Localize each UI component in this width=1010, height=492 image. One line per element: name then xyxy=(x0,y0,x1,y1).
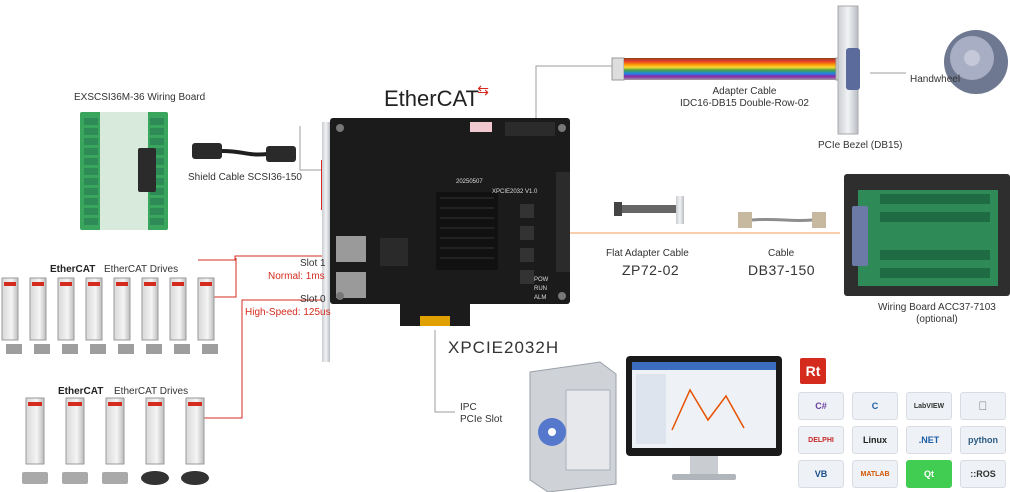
linux-logo: Linux xyxy=(852,426,898,454)
ethercat-logo-small-2: EtherCAT xyxy=(58,386,103,397)
drives-row-1 xyxy=(1,277,218,354)
slot1-name: Slot 1 xyxy=(300,258,326,269)
led-label-pow: POW xyxy=(534,277,549,283)
labview-logo: LabVIEW xyxy=(906,392,952,420)
ipc-label: IPC PCIe Slot xyxy=(460,402,502,426)
python-logo: python xyxy=(960,426,1006,454)
cable-label: Cable xyxy=(768,248,795,259)
flat-cable-label: Flat Adapter Cable xyxy=(606,248,689,259)
slot1-mode: Normal: 1ms xyxy=(268,271,325,282)
ethercat-logo: EtherCAT⇆ xyxy=(384,82,489,112)
ros-logo: ::ROS xyxy=(960,460,1006,488)
ethercat-small-text-2: EtherCAT xyxy=(58,386,104,397)
ipc-line2: PCIe Slot xyxy=(460,414,503,425)
shield-cable-label: Shield Cable SCSI36-150 xyxy=(188,172,302,183)
wiring-board-right-line2: (optional) xyxy=(916,314,958,325)
monitor xyxy=(626,356,782,480)
matlab-logo: MATLAB xyxy=(852,460,898,488)
ethercat-logo-small-1: EtherCAT xyxy=(50,264,95,275)
handwheel xyxy=(944,30,1008,94)
wiring-board-right xyxy=(844,174,1010,296)
flat-cable-model: ZP72-02 xyxy=(622,262,680,278)
ethercat-text: EtherCAT xyxy=(384,86,479,111)
wiring-board-left xyxy=(80,112,168,230)
csharp-logo: C# xyxy=(798,392,844,420)
delphi-logo: DELPHI xyxy=(798,426,844,454)
handwheel-label: Handwheel xyxy=(910,74,961,85)
cable-model: DB37-150 xyxy=(748,262,816,278)
led-label-run: RUN xyxy=(534,286,547,292)
ipc xyxy=(529,361,617,492)
wiring-board-left-label: EXSCSI36M-36 Wiring Board xyxy=(74,92,206,103)
led-label-alm: ALM xyxy=(534,295,547,301)
product-name: XPCIE2032H xyxy=(448,338,560,357)
adapter-cable-line2: IDC16-DB15 Double-Row-02 xyxy=(680,98,809,109)
wiring-board-right-label: Wiring Board ACC37-7103 (optional) xyxy=(878,302,996,326)
slot0-name: Slot 0 xyxy=(300,294,326,305)
adapter-cable-line1: Adapter Cable xyxy=(712,86,777,97)
ethercat-small-text-1: EtherCAT xyxy=(50,264,96,275)
adapter-cable xyxy=(611,57,847,81)
pcie-card xyxy=(322,118,570,362)
software-logos: C# C LabVIEW  DELPHI Linux .NET python … xyxy=(798,392,1010,492)
drives-row-2 xyxy=(22,397,209,485)
board-chip-label: XPCIE2032 V1.0 xyxy=(492,189,538,195)
vb-logo: VB xyxy=(798,460,844,488)
board-part-label: 20250507 xyxy=(456,179,483,185)
ipc-line1: IPC xyxy=(460,402,477,413)
shield-cable xyxy=(192,143,296,162)
apple-icon:  xyxy=(960,392,1006,420)
ethercat-arrow-icon: ⇆ xyxy=(477,82,489,98)
qt-logo: Qt xyxy=(906,460,952,488)
drives-1-label: EtherCAT Drives xyxy=(104,264,179,275)
drives-2-label: EtherCAT Drives xyxy=(114,386,189,397)
db37-cable xyxy=(738,212,826,228)
dotnet-logo: .NET xyxy=(906,426,952,454)
pcie-bezel-label: PCIe Bezel (DB15) xyxy=(818,140,903,151)
adapter-cable-label: Adapter Cable IDC16-DB15 Double-Row-02 xyxy=(680,86,809,110)
rt-logo: Rt xyxy=(800,358,826,384)
wiring-board-right-line1: Wiring Board ACC37-7103 xyxy=(878,302,996,313)
c-logo: C xyxy=(852,392,898,420)
slot0-mode: High-Speed: 125us xyxy=(245,307,331,318)
pcie-bezel xyxy=(837,5,860,135)
flat-adapter-cable xyxy=(614,196,684,224)
